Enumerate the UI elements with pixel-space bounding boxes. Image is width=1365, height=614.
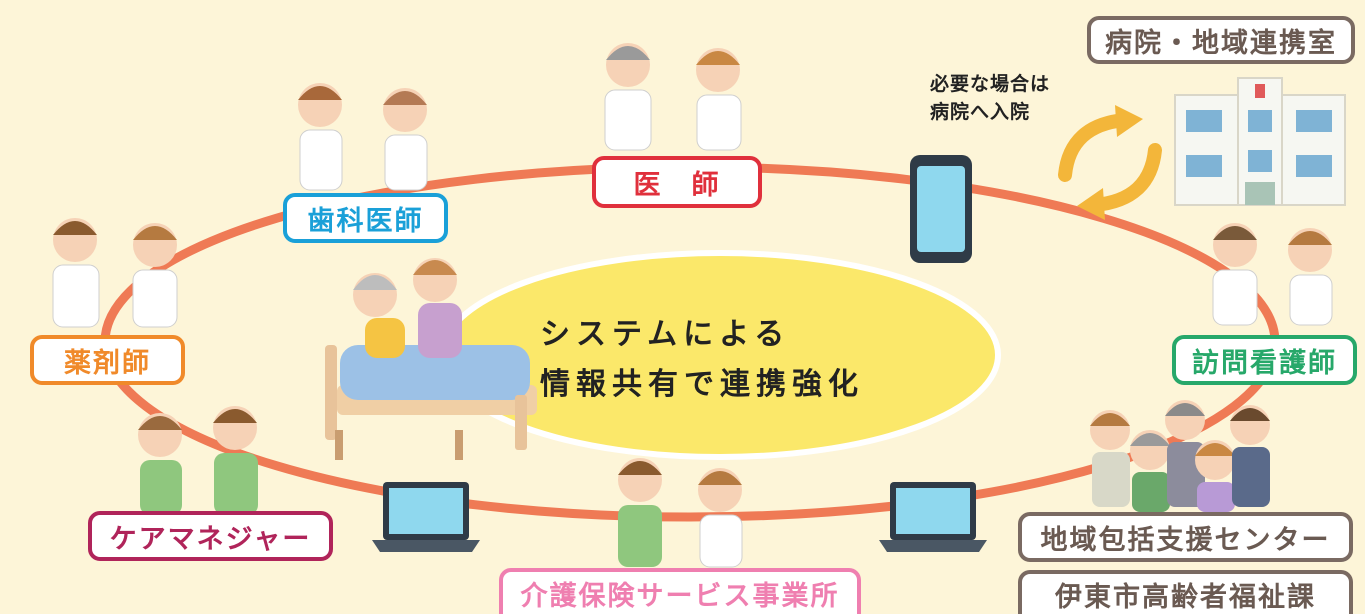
- center-message: システムによる 情報共有で連携強化: [540, 310, 960, 410]
- label-community-center: 地域包括支援センター: [1018, 512, 1353, 562]
- person-icon: [52, 218, 178, 328]
- person-icon: [604, 43, 742, 151]
- label-visiting-nurse: 訪問看護師: [1172, 335, 1357, 385]
- laptop-icon: [879, 482, 987, 552]
- label-doctor: 医 師: [592, 156, 762, 208]
- laptop-icon: [372, 482, 480, 552]
- admission-note-line2: 病院へ入院: [930, 101, 1031, 123]
- center-message-line2: 情報共有で連携強化: [540, 367, 864, 402]
- admission-note-line1: 必要な場合は: [930, 73, 1051, 95]
- person-icon: [138, 406, 258, 515]
- person-icon: [1090, 400, 1270, 512]
- label-city-welfare: 伊東市高齢者福祉課: [1018, 570, 1353, 614]
- hospital-building-icon: [1174, 77, 1346, 206]
- person-icon: [1212, 223, 1333, 326]
- person-icon: [298, 83, 428, 191]
- label-care-manager: ケアマネジャー: [88, 511, 333, 561]
- person-icon: [618, 458, 743, 568]
- admission-note: 必要な場合は 病院へ入院: [930, 70, 1050, 126]
- label-hospital: 病院・地域連携室: [1087, 16, 1355, 64]
- label-dentist: 歯科医師: [283, 193, 448, 243]
- smartphone-icon: [910, 155, 972, 263]
- sync-arrows-icon: [1058, 105, 1162, 220]
- label-pharmacist: 薬剤師: [30, 335, 185, 385]
- center-message-line1: システムによる: [540, 317, 791, 352]
- label-care-service: 介護保険サービス事業所: [499, 568, 861, 614]
- bed-patient-icon: [325, 258, 537, 460]
